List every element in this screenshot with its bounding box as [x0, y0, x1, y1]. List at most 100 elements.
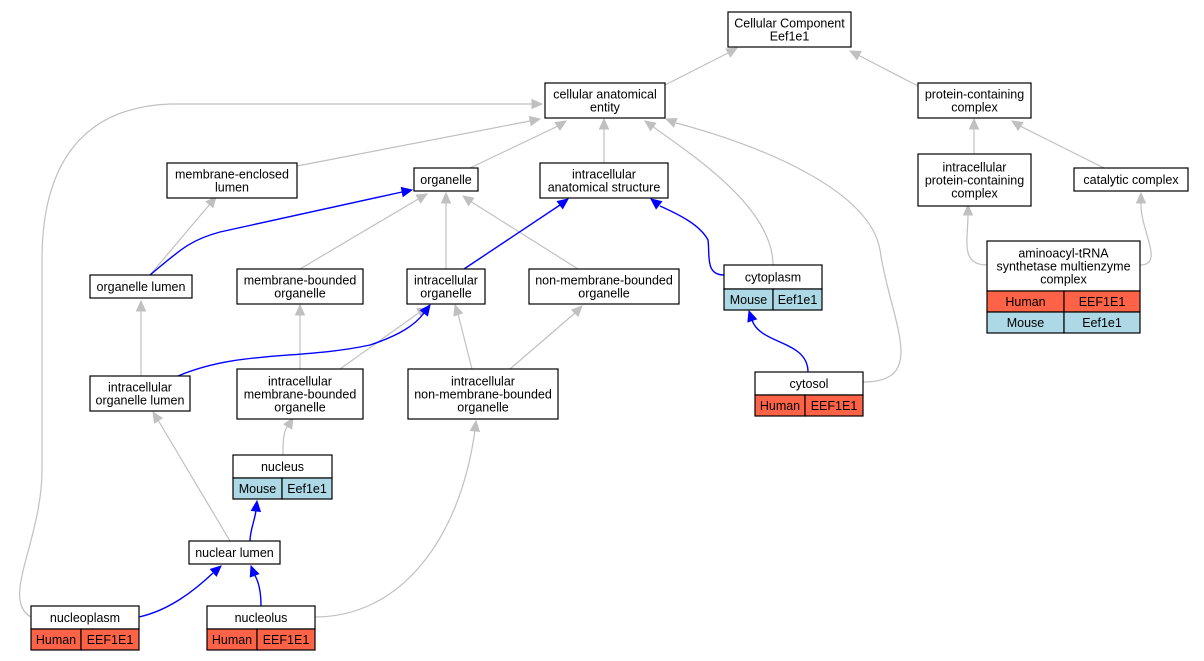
node-label: non-membrane-bounded: [414, 388, 552, 402]
node-label: complex: [951, 101, 998, 115]
edge-mel-cae: [296, 115, 542, 167]
edge-line: [138, 572, 214, 618]
node-label: membrane-bounded: [244, 274, 357, 288]
node-box: [727, 11, 852, 48]
gene-label: Eef1e1: [778, 293, 818, 307]
node-label: nucleoplasm: [50, 611, 120, 625]
node-box: [89, 274, 193, 299]
edge-ipcc-pcc: [968, 117, 980, 154]
edge-line: [177, 312, 425, 377]
edge-line: [463, 204, 561, 270]
node-label: complex: [951, 187, 998, 201]
node-box: [413, 167, 479, 192]
gray-arrowhead: [848, 50, 862, 61]
species-label: Human: [36, 633, 76, 647]
edge-np-cae: [19, 98, 544, 618]
edge-iol-ol: [135, 299, 147, 376]
node-cat[interactable]: catalytic complex: [1073, 167, 1189, 192]
node-box: [188, 540, 281, 565]
node-box: [89, 375, 191, 412]
species-label: Mouse: [1007, 316, 1045, 330]
blue-arrowhead: [419, 304, 431, 317]
gray-arrowhead: [644, 120, 657, 132]
node-label: organelle: [274, 401, 325, 415]
edge-cyto-cae: [644, 120, 774, 266]
node-label: membrane-bounded: [244, 388, 357, 402]
edge-amc-ipcc: [962, 203, 988, 266]
node-box: [528, 268, 680, 305]
gene-cell: [1063, 311, 1141, 334]
edge-cytosol-cae: [664, 118, 902, 383]
node-label: membrane-enclosed: [175, 168, 289, 182]
edge-no-inmbo: [314, 419, 481, 618]
gray-arrowhead: [415, 193, 429, 204]
edge-ias-cae: [598, 117, 610, 163]
edge-line: [1139, 202, 1152, 266]
node-inmbo[interactable]: intracellularnon-membrane-boundedorganel…: [407, 368, 559, 420]
node-label: anatomical structure: [548, 181, 661, 195]
node-label: intracellular: [414, 274, 478, 288]
node-label: aminoacyl-tRNA: [1018, 247, 1109, 261]
edge-nl-iol: [152, 410, 231, 542]
edge-line: [149, 191, 403, 276]
node-org[interactable]: organelle: [413, 167, 479, 192]
node-label: cellular anatomical: [553, 88, 657, 102]
edge-cytosol-cyto: [747, 309, 809, 373]
gray-arrowhead: [1135, 191, 1147, 204]
edge-cyto-ias: [650, 198, 725, 276]
species-label: Mouse: [239, 482, 277, 496]
node-box: [406, 268, 486, 305]
node-nl[interactable]: nuclear lumen: [188, 540, 281, 565]
node-label: catalytic complex: [1083, 173, 1179, 187]
node-box: [166, 162, 298, 199]
node-label: organelle: [274, 287, 325, 301]
node-label: Cellular Component: [734, 17, 845, 31]
species-label: Human: [760, 399, 800, 413]
gray-arrowhead: [531, 98, 544, 110]
blue-arrowhead: [250, 499, 262, 513]
edge-org-cae: [469, 120, 568, 169]
edge-no-nl: [249, 564, 262, 607]
edge-line: [299, 197, 421, 270]
edge-line: [857, 54, 919, 87]
node-label: organelle: [420, 173, 471, 187]
gray-arrowhead: [598, 117, 610, 130]
node-label: non-membrane-bounded: [535, 274, 673, 288]
annotation-row-human: Human EEF1E1: [754, 394, 864, 417]
gray-arrowhead: [440, 191, 452, 204]
node-label: organelle: [420, 287, 471, 301]
edge-line: [659, 205, 725, 276]
node-label: protein-containing: [925, 88, 1024, 102]
node-box: [917, 153, 1032, 207]
blue-arrowhead: [747, 309, 758, 323]
edge-line: [457, 313, 473, 370]
edge-line: [675, 122, 902, 383]
gene-cell: [281, 477, 333, 500]
blue-arrowhead: [556, 198, 569, 210]
gene-label: EEF1E1: [811, 399, 858, 413]
gene-label: EEF1E1: [263, 633, 310, 647]
gray-arrowhead: [968, 117, 980, 130]
gray-arrowhead: [294, 303, 306, 316]
node-ol[interactable]: organelle lumen: [89, 274, 193, 299]
node-label: organelle: [457, 401, 508, 415]
